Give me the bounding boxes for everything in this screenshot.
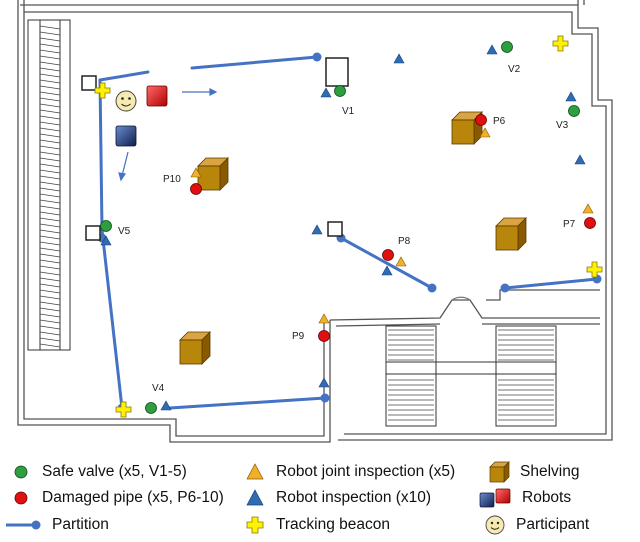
beacon-icon (115, 401, 132, 418)
inspection-triangle-icon (244, 487, 266, 509)
stair-treads-left (39, 25, 61, 348)
inspection-triangle-icon (320, 87, 332, 98)
building-walls (17, 0, 613, 443)
legend-participant-label: Participant (516, 516, 590, 533)
valve-labels: V1 V2 V3 V4 V5 (118, 64, 569, 394)
pipe-icon (10, 487, 32, 509)
stairwell-bottom (385, 325, 557, 427)
shelving-icon (495, 217, 527, 251)
inspection-triangle-icon (565, 91, 577, 102)
valve-icon (501, 41, 513, 53)
beacon-icon (94, 82, 111, 99)
joint-triangle-icon (244, 461, 266, 483)
pipe-label-p7: P7 (563, 219, 576, 230)
pipe-icon (318, 330, 330, 342)
joint-triangle-icon (395, 256, 407, 267)
beacon-icon (244, 514, 266, 536)
valve-label-v2: V2 (508, 64, 521, 75)
legend-safe-valve-label: Safe valve (x5, V1-5) (42, 463, 187, 480)
pillars (81, 57, 349, 241)
robot-joint-inspection-markers (190, 127, 594, 324)
legend-damaged-pipe: Damaged pipe (x5, P6-10) (10, 487, 224, 509)
legend: Safe valve (x5, V1-5) Damaged pipe (x5, … (0, 455, 640, 542)
inspection-triangle-icon (574, 154, 586, 165)
floor-plan: V1 V2 V3 V4 V5 P6 P7 P8 P9 P10 (17, 0, 613, 443)
partition-icon (2, 514, 42, 536)
robot-icon (115, 125, 137, 147)
legend-participant: Participant (484, 514, 589, 536)
pipe-labels: P6 P7 P8 P9 P10 (163, 116, 576, 342)
pipe-label-p9: P9 (292, 331, 305, 342)
participant-icon (115, 90, 137, 112)
pipe-icon (190, 183, 202, 195)
robots (115, 85, 168, 147)
shelving-icon (197, 157, 229, 191)
inspection-triangle-icon (393, 53, 405, 64)
pipe-icon (584, 217, 596, 229)
direction-arrows (118, 88, 218, 182)
robot-inspection-markers (100, 44, 586, 411)
beacon-icon (552, 35, 569, 52)
legend-tracking-beacon-label: Tracking beacon (276, 516, 391, 533)
legend-damaged-pipe-label: Damaged pipe (x5, P6-10) (42, 489, 224, 506)
valve-icon (10, 461, 32, 483)
valve-icon (334, 85, 346, 97)
robot-icon (146, 85, 168, 107)
pipe-label-p8: P8 (398, 236, 411, 247)
legend-robots: Robots (478, 487, 571, 509)
legend-robot-joint-inspection-label: Robot joint inspection (x5) (276, 463, 456, 480)
legend-tracking-beacon: Tracking beacon (244, 514, 390, 536)
joint-triangle-icon (190, 167, 202, 178)
legend-robot-inspection-label: Robot inspection (x10) (276, 489, 432, 506)
inspection-triangle-icon (311, 224, 323, 235)
valve-label-v4: V4 (152, 383, 165, 394)
participant-icon (484, 514, 506, 536)
legend-partition: Partition (2, 514, 109, 536)
legend-robot-inspection: Robot inspection (x10) (244, 487, 431, 509)
stair-treads-bottom (388, 329, 554, 421)
damaged-pipes (190, 114, 596, 342)
beacon-icon (586, 261, 603, 278)
valve-label-v5: V5 (118, 226, 131, 237)
legend-partition-label: Partition (52, 516, 109, 533)
inspection-triangle-icon (486, 44, 498, 55)
pipe-label-p10: P10 (163, 174, 181, 185)
legend-shelving-label: Shelving (520, 463, 580, 480)
valve-icon (568, 105, 580, 117)
joint-triangle-icon (582, 203, 594, 214)
inspection-triangle-icon (318, 377, 330, 388)
pipe-icon (475, 114, 487, 126)
tracking-beacons (94, 35, 603, 418)
legend-shelving: Shelving (488, 461, 579, 483)
legend-safe-valve: Safe valve (x5, V1-5) (10, 461, 187, 483)
inspection-triangle-icon (100, 235, 112, 246)
inspection-triangle-icon (160, 400, 172, 411)
legend-robot-joint-inspection: Robot joint inspection (x5) (244, 461, 455, 483)
joint-triangle-icon (479, 127, 491, 138)
shelving-icon (488, 461, 510, 483)
valve-label-v1: V1 (342, 106, 355, 117)
valve-icon (145, 402, 157, 414)
valve-icon (100, 220, 112, 232)
legend-robots-label: Robots (522, 489, 572, 506)
valve-label-v3: V3 (556, 120, 569, 131)
robot-icon (478, 487, 512, 509)
shelving-icon (179, 331, 211, 365)
safe-valves (100, 41, 580, 414)
pipe-icon (382, 249, 394, 261)
joint-triangle-icon (318, 313, 330, 324)
pipe-label-p6: P6 (493, 116, 506, 127)
inspection-triangle-icon (381, 265, 393, 276)
